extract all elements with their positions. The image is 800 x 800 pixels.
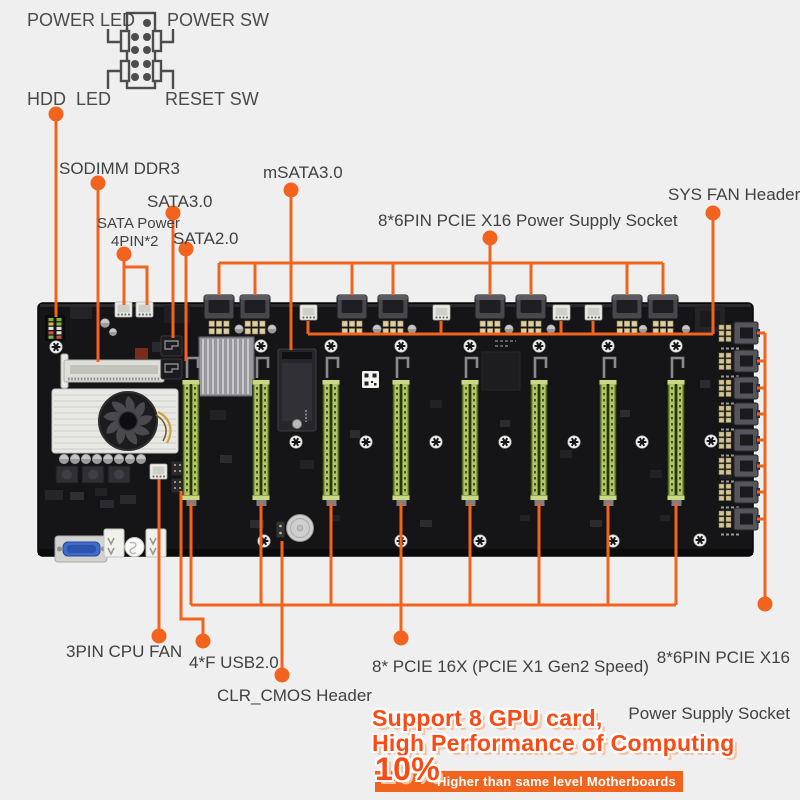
sata-power-label-line1: SATA Power	[97, 215, 180, 232]
cpu-cooler	[51, 388, 179, 454]
sata-power-connector-2	[135, 301, 154, 318]
vrm-area	[55, 453, 147, 484]
promo-percent: 10%	[375, 751, 440, 787]
cpu-fan-label: 3PIN CPU FAN	[66, 642, 183, 661]
power-sw-label: POWER SW	[167, 10, 269, 30]
sata3-label: SATA3.0	[147, 192, 213, 211]
pcie-power-right-line2: Power Supply Socket	[628, 704, 790, 724]
sata-power-label-line2: 4PIN*2	[111, 233, 159, 250]
hdd-led-label: HDD LED	[27, 89, 112, 109]
msata-label: mSATA3.0	[263, 163, 343, 182]
reset-sw-label: RESET SW	[165, 89, 259, 109]
callout-dots	[48, 106, 773, 683]
promo-block: Support 8 GPU card, High Performance of …	[371, 705, 796, 800]
promo-line1: Support 8 GPU card,	[372, 705, 603, 731]
callout-lines	[54, 114, 767, 672]
clr-cmos-label: CLR_CMOS Header	[217, 686, 372, 705]
sata2-label: SATA2.0	[173, 229, 239, 248]
cpu-fan	[98, 391, 158, 451]
sys-fan-label: SYS FAN Header	[668, 185, 800, 204]
promo-line2: High Performance of Computing	[372, 730, 735, 756]
msata-slot	[277, 348, 317, 432]
usb-label: 4*F USB2.0	[189, 653, 279, 672]
front-panel-pin-diagram	[106, 11, 175, 90]
qr-label	[362, 371, 379, 388]
clr-cmos-header	[275, 520, 286, 539]
fan-wire	[157, 411, 172, 444]
pcie-slots-label: 8* PCIE 16X (PCIE X1 Gen2 Speed)	[372, 657, 649, 676]
promo-banner-text: Higher than same level Motherboards	[437, 774, 676, 789]
motherboard	[37, 294, 761, 563]
front-panel-header	[45, 315, 65, 341]
sodimm-label: SODIMM DDR3	[59, 159, 180, 178]
pcie-power-top-label: 8*6PIN PCIE X16 Power Supply Socket	[378, 211, 678, 230]
power-led-label: POWER LED	[27, 10, 136, 30]
promo-banner	[375, 771, 683, 792]
pcie-power-right-label: 8*6PIN PCIE X16 Power Supply Socket	[600, 612, 790, 743]
pcie-power-right-line1: 8*6PIN PCIE X16	[656, 648, 790, 668]
cpu-fan-header	[149, 463, 168, 480]
vga-port	[54, 535, 108, 563]
smd-components	[45, 305, 732, 528]
chipset-heatsink	[198, 336, 255, 397]
usb-ports	[103, 528, 167, 558]
cmos-battery	[286, 514, 314, 542]
